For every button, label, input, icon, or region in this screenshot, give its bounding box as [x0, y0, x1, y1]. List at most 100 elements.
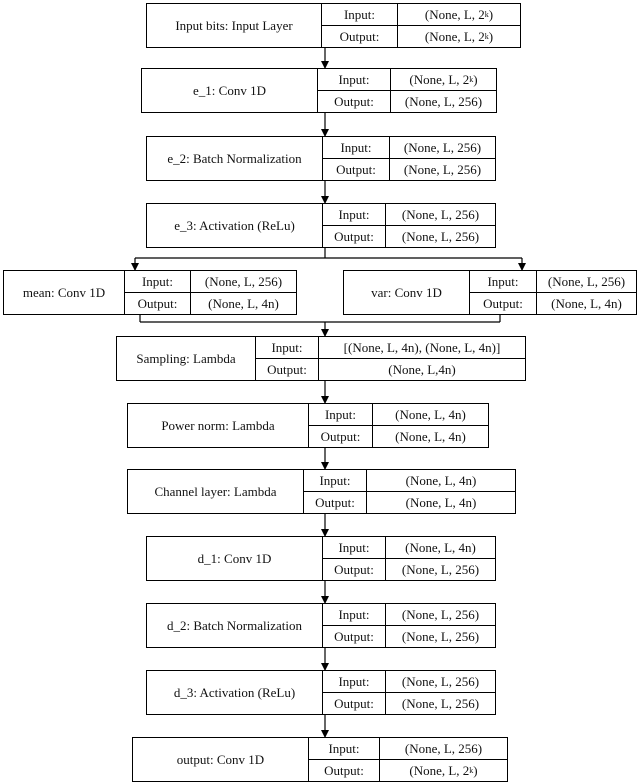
output-label: Output: — [336, 161, 376, 177]
shape-text: (None, L, 2 — [424, 6, 485, 22]
shape-values: [(None, L, 4n), (None, L, 4n)] (None, L,4… — [319, 337, 525, 380]
output-label: Output: — [324, 762, 364, 778]
output-label: Output: — [320, 428, 361, 444]
input-label: Input: — [309, 738, 379, 760]
output-shape: (None, L, 4n) — [537, 293, 636, 314]
shape-text: (None, L,4n) — [388, 361, 456, 377]
input-label: Input: — [256, 337, 318, 359]
shape-values: (None, L, 256) (None, L, 256) — [386, 204, 495, 247]
output-shape: (None, L, 256) — [391, 91, 496, 112]
shape-values: (None, L, 256)(None, L, 256) — [386, 671, 495, 714]
shape-text: (None, L, 4n) — [395, 428, 466, 444]
input-label: Input: — [470, 271, 536, 293]
shape-values: (None, L, 4n) (None, L, 4n) — [367, 470, 515, 513]
input-shape: (None, L, 256) — [386, 671, 495, 693]
io-labels: Input: Output: — [304, 470, 367, 513]
output-shape: (None, L, 4n) — [191, 293, 296, 314]
shape-close: ) — [488, 6, 494, 22]
io-labels: Input: Output: — [256, 337, 319, 380]
layer-name: d_3: Activation (ReLu) — [147, 671, 323, 714]
layer-name: e_3: Activation (ReLu) — [147, 204, 323, 247]
shape-text: (None, L, 2 — [409, 71, 470, 87]
input-label: Input: — [323, 137, 389, 159]
output-shape: (None, L, 256) — [386, 626, 495, 647]
input-shape: [(None, L, 4n), (None, L, 4n)] — [319, 337, 525, 359]
shape-values: (None, L, 4n) (None, L, 256) — [386, 537, 495, 580]
layer-name: d_1: Conv 1D — [147, 537, 323, 580]
shape-text: (None, L, 4n) — [405, 472, 477, 488]
io-labels: Input:Output: — [470, 271, 537, 314]
layer-name: Channel layer: Lambda — [128, 470, 304, 513]
input-shape: (None, L, 256) — [386, 604, 495, 626]
output-label: Output: — [267, 361, 307, 377]
layer-name: d_2: Batch Normalization — [147, 604, 323, 647]
layer-name: Power norm: Lambda — [128, 404, 309, 447]
shape-values: (None, L, 4n) (None, L, 4n) — [373, 404, 488, 447]
input-shape: (None, L, 256) — [390, 137, 495, 159]
output-shape: (None, L, 256) — [386, 559, 495, 580]
output-label: Output: — [315, 494, 355, 510]
input-label: Input: — [323, 537, 385, 559]
shape-text: (None, L, 256) — [547, 273, 626, 289]
shape-text: (None, L, 256) — [403, 139, 482, 155]
io-labels: Input: Output: — [309, 404, 373, 447]
shape-text: (None, L, 4n) — [405, 494, 477, 510]
shape-close: ) — [473, 762, 478, 778]
shape-values: (None, L, 256) (None, L, 256) — [386, 604, 495, 647]
input-label: Input: — [125, 271, 190, 293]
shape-values: (None, L, 256) (None, L, 256) — [390, 137, 495, 180]
shape-text: (None, L, 256) — [403, 161, 482, 177]
input-shape: (None, L, 256) — [380, 738, 507, 760]
layer-name: var: Conv 1D — [344, 271, 470, 314]
output-label: Output: — [334, 93, 374, 109]
input-label: Input: — [309, 404, 372, 426]
layer-name: output: Conv 1D — [133, 738, 309, 781]
shape-text: (None, L, 256) — [401, 228, 480, 244]
input-label: Input: — [323, 204, 385, 226]
output-shape: (None, L,4n) — [319, 359, 525, 380]
input-shape: (None, L, 4n) — [373, 404, 488, 426]
shape-text: (None, L, 256) — [401, 673, 480, 689]
io-labels: Input:Output: — [323, 604, 386, 647]
io-labels: Input:Output: — [322, 4, 398, 47]
shape-text: (None, L, 4n) — [551, 295, 622, 311]
input-shape: (None, L, 256) — [537, 271, 636, 293]
shape-text: (None, L, 256) — [401, 628, 480, 644]
layer-name: e_1: Conv 1D — [142, 69, 318, 112]
output-label: Output: — [334, 695, 374, 711]
io-labels: Input: Output: — [323, 137, 390, 180]
layer-block: e_3: Activation (ReLu)Input: Output: (None… — [146, 203, 496, 248]
layer-name: mean: Conv 1D — [4, 271, 125, 314]
shape-text: (None, L, 4n) — [405, 539, 476, 555]
input-shape: (None, L, 4n) — [367, 470, 515, 492]
io-labels: Input:Output: — [125, 271, 191, 314]
input-label: Input: — [323, 604, 385, 626]
io-labels: Input: Output: — [323, 671, 386, 714]
layer-name: Input bits: Input Layer — [147, 4, 322, 47]
io-labels: Input: Output: — [323, 204, 386, 247]
io-labels: Input: Output: — [318, 69, 391, 112]
shape-text: (None, L, 4n) — [208, 295, 279, 311]
input-label: Input: — [323, 671, 385, 693]
input-label: Input: — [318, 69, 390, 91]
output-shape: (None, L, 256) — [390, 159, 495, 180]
input-label: Input: — [304, 470, 366, 492]
output-label: Output: — [334, 228, 374, 244]
input-shape: (None, L, 256) — [386, 204, 495, 226]
shape-text: (None, L, 256) — [404, 740, 483, 756]
shape-text: (None, L, 256) — [401, 606, 480, 622]
